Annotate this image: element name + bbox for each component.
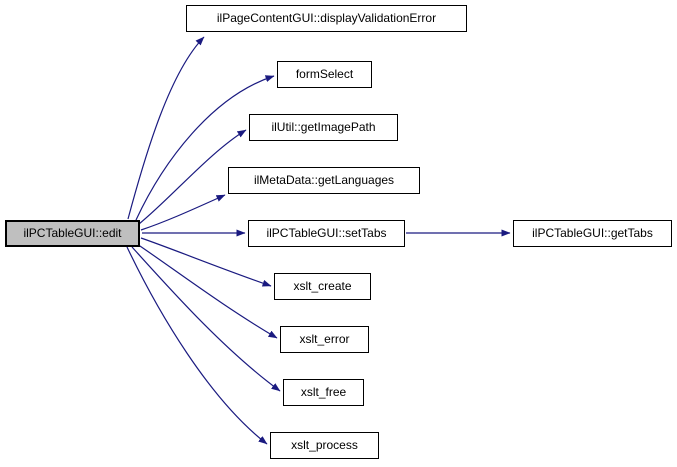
node-ilpctablegui-settabs[interactable]: ilPCTableGUI::setTabs	[248, 220, 405, 247]
edge-edit-to-formselect	[135, 75, 275, 221]
node-xslt-error[interactable]: xslt_error	[280, 326, 369, 353]
edge-edit-to-displayvalidationerror	[127, 36, 205, 220]
edge-edit-to-getimagepath	[138, 129, 247, 225]
edge-edit-to-xslt-error	[136, 243, 278, 339]
node-xslt-free[interactable]: xslt_free	[283, 379, 364, 406]
node-ilpctablegui-gettabs[interactable]: ilPCTableGUI::getTabs	[513, 220, 672, 247]
edge-edit-to-xslt-process	[126, 246, 268, 445]
edge-edit-to-xslt-create	[140, 237, 272, 287]
node-formselect[interactable]: formSelect	[277, 61, 372, 88]
node-ilpctablegui-edit: ilPCTableGUI::edit	[5, 220, 140, 247]
node-ilutil-getimagepath[interactable]: ilUtil::getImagePath	[249, 114, 398, 141]
node-ilmetadata-getlanguages[interactable]: ilMetaData::getLanguages	[228, 167, 420, 194]
edge-edit-to-xslt-free	[131, 246, 281, 392]
node-ilpagecontentgui-displayvalidationerror[interactable]: ilPageContentGUI::displayValidationError	[186, 5, 467, 32]
node-xslt-create[interactable]: xslt_create	[274, 273, 371, 300]
edge-edit-to-getlanguages	[140, 194, 226, 231]
node-xslt-process[interactable]: xslt_process	[270, 432, 379, 459]
